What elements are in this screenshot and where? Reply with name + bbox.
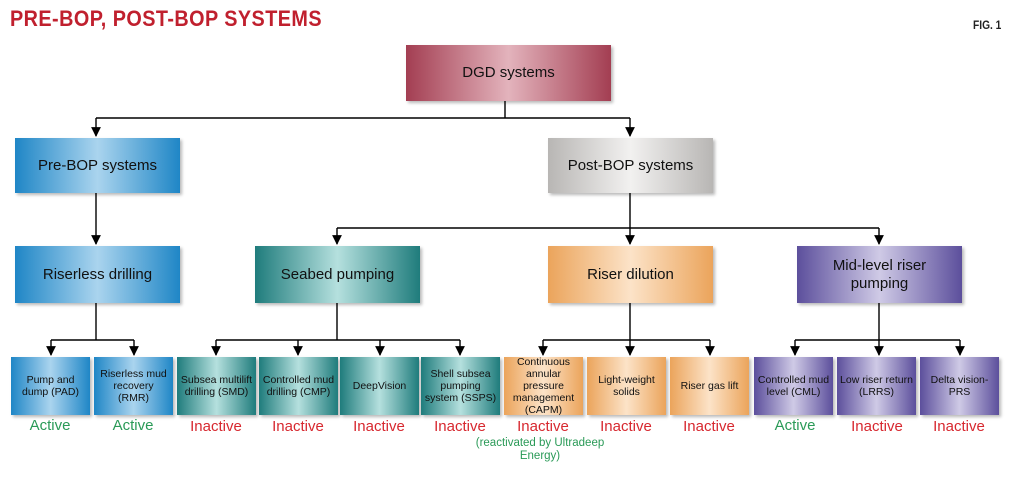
status-cmp: Inactive [272, 418, 324, 435]
status-delta-vision-prs: Inactive [933, 418, 985, 435]
leaf-ssps: Shell subsea pumping system (SSPS) [421, 357, 500, 415]
status-ssps: Inactive [434, 418, 486, 435]
status-deepvision: Inactive [353, 418, 405, 435]
node-riserless-drilling: Riserless drilling [15, 246, 180, 303]
status-light-weight-solids: Inactive [600, 418, 652, 435]
leaf-riser-gas-lift: Riser gas lift [670, 357, 749, 415]
leaf-delta-vision-prs: Delta vision-PRS [920, 357, 999, 415]
status-capm: Inactive [517, 418, 569, 435]
node-mid-level-riser-pumping: Mid-level riser pumping [797, 246, 962, 303]
node-riser-dilution: Riser dilution [548, 246, 713, 303]
figure-label: FIG. 1 [972, 18, 1001, 32]
leaf-deepvision: DeepVision [340, 357, 419, 415]
node-post-bop-systems: Post-BOP systems [548, 138, 713, 193]
node-pre-bop-systems: Pre-BOP systems [15, 138, 180, 193]
leaf-cmp: Controlled mud drilling (CMP) [259, 357, 338, 415]
page-title: PRE-BOP, POST-BOP SYSTEMS [10, 6, 323, 31]
status-lrrs: Inactive [851, 418, 903, 435]
leaf-capm: Continuous annular pressure management (… [504, 356, 583, 416]
leaf-cml: Controlled mud level (CML) [754, 357, 833, 415]
capm-reactivation-note: (reactivated by Ultradeep Energy) [475, 437, 605, 462]
leaf-lrrs: Low riser return (LRRS) [837, 357, 916, 415]
status-pad: Active [29, 417, 71, 434]
leaf-pad: Pump and dump (PAD) [11, 357, 90, 415]
leaf-rmr: Riserless mud recovery (RMR) [94, 357, 173, 415]
status-cml: Active [774, 417, 816, 434]
leaf-light-weight-solids: Light-weight solids [587, 357, 666, 415]
leaf-smd: Subsea multilift drilling (SMD) [177, 357, 256, 415]
status-riser-gas-lift: Inactive [683, 418, 735, 435]
status-smd: Inactive [190, 418, 242, 435]
node-dgd-systems: DGD systems [406, 45, 611, 101]
node-seabed-pumping: Seabed pumping [255, 246, 420, 303]
status-rmr: Active [112, 417, 154, 434]
